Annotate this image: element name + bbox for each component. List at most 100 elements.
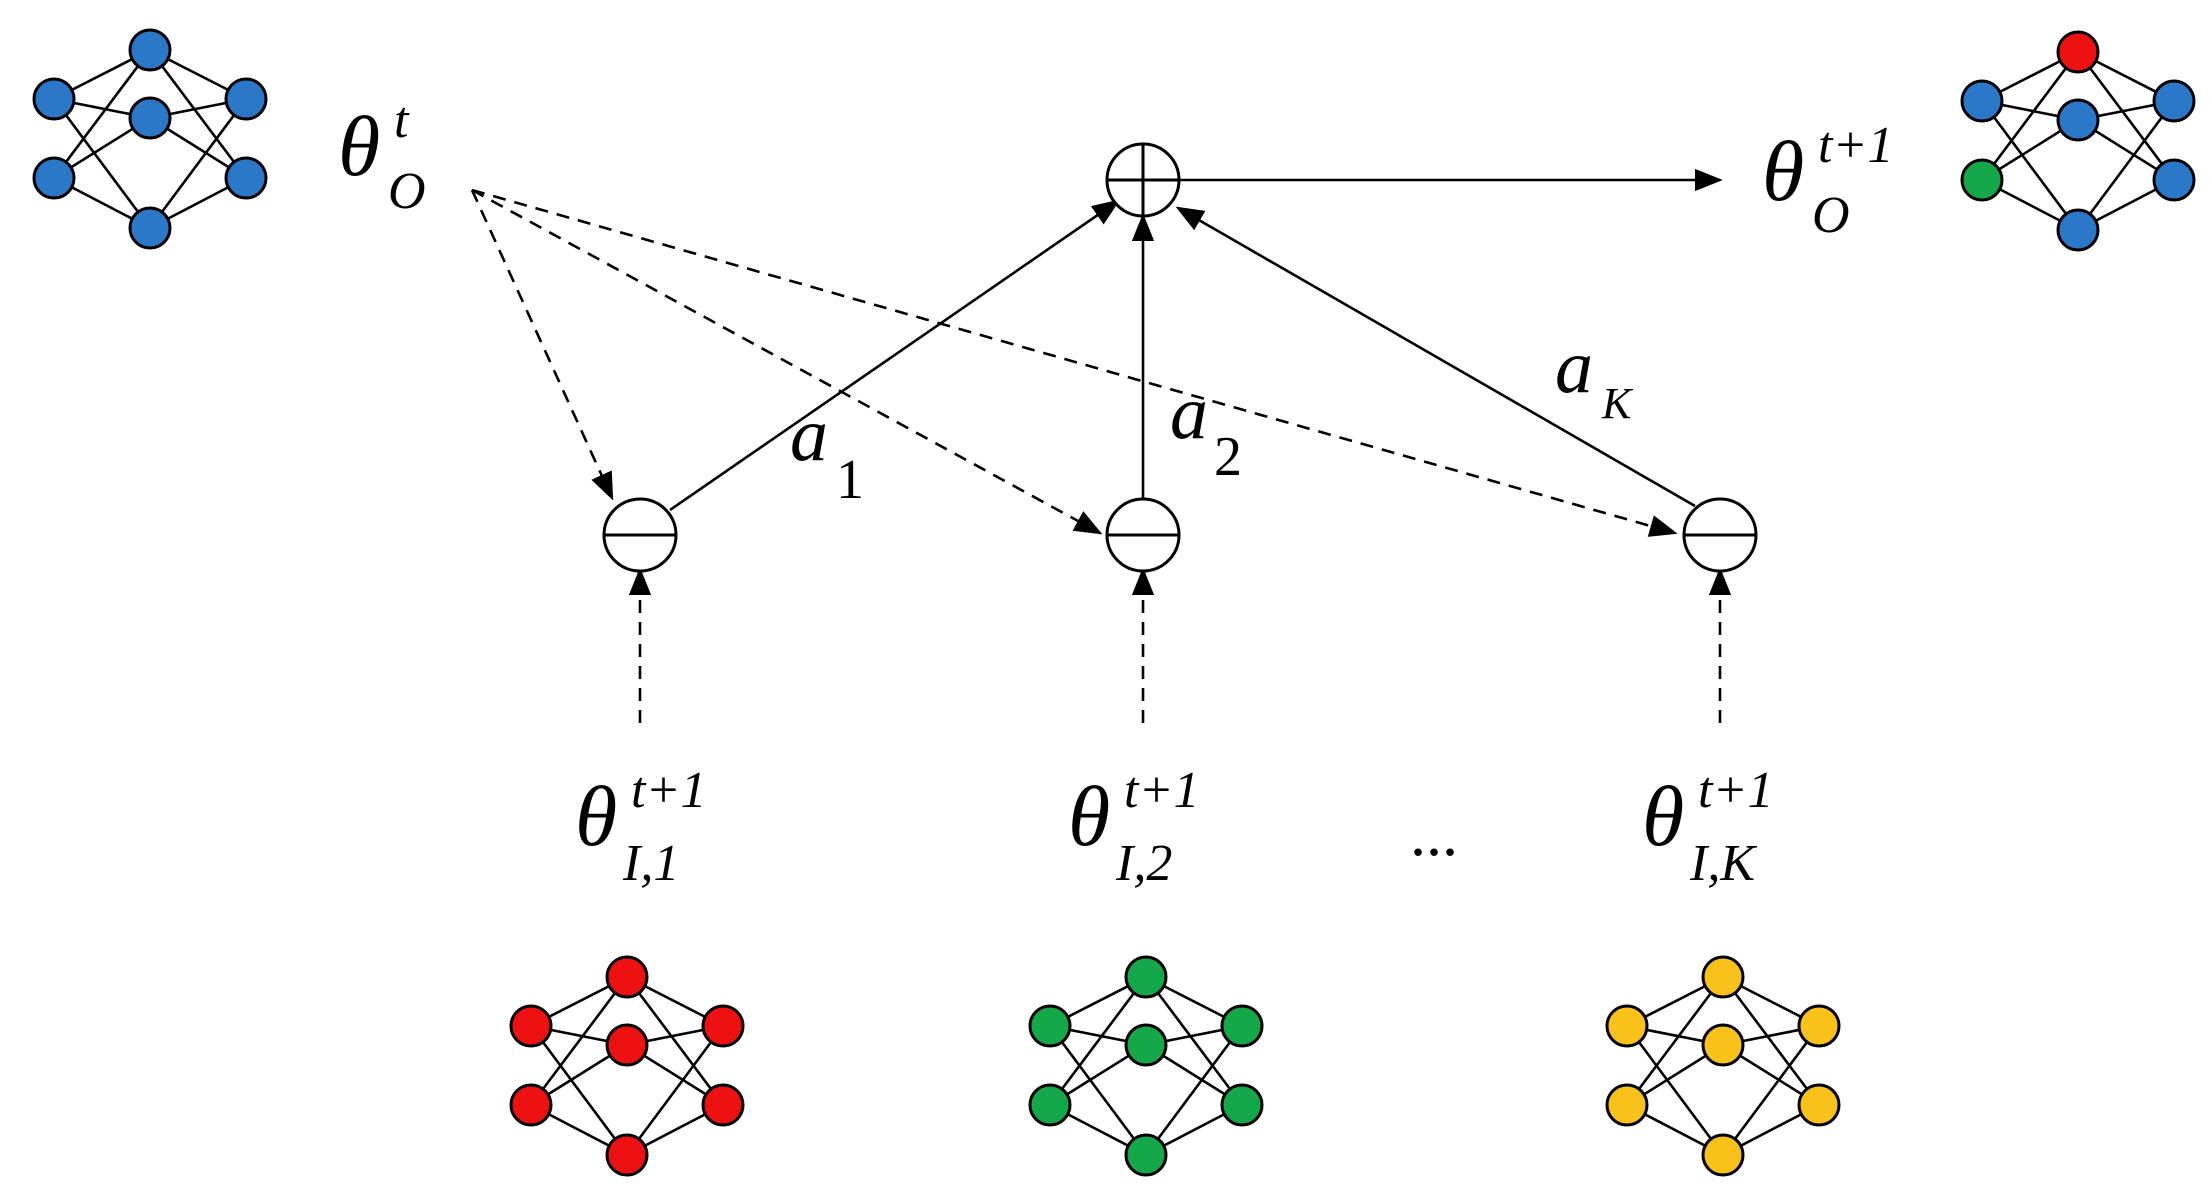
svg-text:O: O bbox=[388, 163, 426, 220]
svg-text:t+1: t+1 bbox=[1124, 762, 1200, 819]
network-node bbox=[1960, 158, 2004, 202]
network-node bbox=[509, 1083, 553, 1127]
svg-text:θ: θ bbox=[1068, 768, 1110, 864]
solid-arrow-sub-1-to-sum bbox=[669, 199, 1121, 512]
network-node bbox=[1701, 955, 1745, 999]
network-node bbox=[2056, 30, 2100, 74]
global-model-t1-icon bbox=[1960, 30, 2196, 252]
network-edge bbox=[1144, 1025, 1244, 1156]
network-node bbox=[1124, 1023, 1168, 1067]
svg-text:t: t bbox=[394, 92, 410, 149]
network-node bbox=[1701, 1023, 1745, 1067]
network-edge bbox=[52, 98, 152, 229]
network-edge bbox=[1625, 1025, 1725, 1156]
dashed-arrow-theta-to-sub-2 bbox=[471, 188, 1103, 535]
svg-text:θ: θ bbox=[575, 768, 617, 864]
svg-text:K: K bbox=[1601, 379, 1634, 428]
svg-text:2: 2 bbox=[1214, 426, 1242, 488]
svg-text:O: O bbox=[1812, 187, 1850, 244]
network-node bbox=[1028, 1083, 1072, 1127]
svg-text:a: a bbox=[790, 393, 828, 477]
svg-text:t+1: t+1 bbox=[1818, 117, 1894, 174]
svg-text:I,K: I,K bbox=[1689, 835, 1757, 892]
label-theta-o-t1: θ t+1 O bbox=[1762, 117, 1894, 244]
network-edge bbox=[52, 49, 152, 179]
sum-node bbox=[1105, 142, 1181, 218]
svg-text:a: a bbox=[1170, 371, 1208, 455]
network-edge bbox=[529, 976, 629, 1106]
network-node bbox=[1605, 1004, 1649, 1048]
local-model-k-icon bbox=[1605, 955, 1841, 1177]
ellipsis: ... bbox=[1410, 798, 1458, 869]
network-node bbox=[2152, 79, 2196, 123]
subtract-node-k bbox=[1682, 497, 1758, 573]
network-edge bbox=[1980, 100, 2080, 231]
subtract-node-2 bbox=[1105, 497, 1181, 573]
local-model-2-icon bbox=[1028, 955, 1264, 1177]
network-node bbox=[701, 1004, 745, 1048]
network-node bbox=[1220, 1004, 1264, 1048]
network-edge bbox=[1980, 51, 2080, 181]
network-node bbox=[701, 1083, 745, 1127]
network-node bbox=[509, 1004, 553, 1048]
network-edge bbox=[625, 1025, 725, 1156]
network-node bbox=[605, 1133, 649, 1177]
network-edge bbox=[1721, 976, 1821, 1106]
network-node bbox=[32, 156, 76, 200]
label-weight-ak: a K bbox=[1555, 325, 1634, 428]
dashed-arrow-theta-to-sub-k bbox=[471, 188, 1678, 537]
svg-text:a: a bbox=[1555, 325, 1593, 409]
network-node bbox=[605, 1023, 649, 1067]
svg-text:I,2: I,2 bbox=[1115, 835, 1172, 892]
label-theta-o-t: θ t O bbox=[338, 92, 426, 220]
network-node bbox=[1797, 1004, 1841, 1048]
network-node bbox=[2056, 98, 2100, 142]
network-edge bbox=[625, 976, 725, 1106]
label-theta-i-2: θ t+1 I,2 bbox=[1068, 762, 1200, 892]
network-node bbox=[605, 955, 649, 999]
network-edge bbox=[2076, 100, 2176, 231]
subtract-node-1 bbox=[602, 497, 678, 573]
network-edge bbox=[148, 98, 248, 229]
svg-text:t+1: t+1 bbox=[1698, 762, 1774, 819]
network-node bbox=[128, 206, 172, 250]
network-node bbox=[128, 96, 172, 140]
network-edge bbox=[1048, 1025, 1148, 1156]
network-node bbox=[1220, 1083, 1264, 1127]
network-node bbox=[224, 77, 268, 121]
network-node bbox=[32, 77, 76, 121]
svg-text:1: 1 bbox=[836, 449, 864, 511]
label-weight-a2: a 2 bbox=[1170, 371, 1242, 488]
network-edge bbox=[2076, 51, 2176, 181]
local-model-1-icon bbox=[509, 955, 745, 1177]
svg-text:t+1: t+1 bbox=[631, 762, 707, 819]
network-node bbox=[2152, 158, 2196, 202]
network-edge bbox=[529, 1025, 629, 1156]
network-node bbox=[1124, 1133, 1168, 1177]
network-edge bbox=[1721, 1025, 1821, 1156]
network-node bbox=[1960, 79, 2004, 123]
network-edge bbox=[1048, 976, 1148, 1106]
svg-text:θ: θ bbox=[338, 98, 380, 194]
svg-text:θ: θ bbox=[1762, 123, 1804, 219]
network-node bbox=[1028, 1004, 1072, 1048]
label-theta-i-1: θ t+1 I,1 bbox=[575, 762, 707, 892]
label-weight-a1: a 1 bbox=[790, 393, 864, 511]
network-edge bbox=[148, 49, 248, 179]
network-edge bbox=[1144, 976, 1244, 1106]
network-node bbox=[1797, 1083, 1841, 1127]
label-theta-i-k: θ t+1 I,K bbox=[1642, 762, 1774, 892]
solid-arrow-sub-k-to-sum bbox=[1175, 206, 1696, 508]
svg-text:θ: θ bbox=[1642, 768, 1684, 864]
svg-text:I,1: I,1 bbox=[622, 835, 679, 892]
network-node bbox=[1701, 1133, 1745, 1177]
network-edge bbox=[1625, 976, 1725, 1106]
network-node bbox=[128, 28, 172, 72]
network-node bbox=[2056, 208, 2100, 252]
network-node bbox=[1124, 955, 1168, 999]
network-node bbox=[1605, 1083, 1649, 1127]
global-model-t-icon bbox=[32, 28, 268, 250]
network-node bbox=[224, 156, 268, 200]
dashed-arrow-theta-to-sub-1 bbox=[470, 189, 614, 501]
